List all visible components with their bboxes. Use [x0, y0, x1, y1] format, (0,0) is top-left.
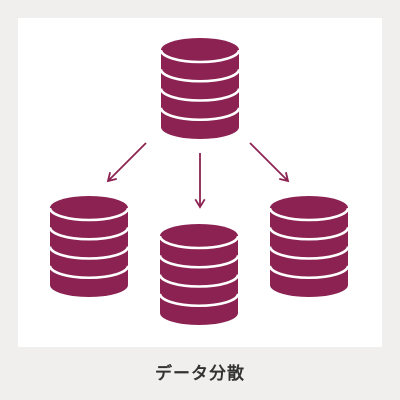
arrow-center — [194, 153, 206, 209]
diagram-caption: データ分散 — [155, 364, 245, 384]
source-database-icon — [159, 38, 241, 139]
arrow-left — [106, 142, 147, 183]
arrow-right — [249, 142, 290, 183]
target-database-icon-left — [48, 196, 130, 297]
target-database-icon-center — [158, 224, 240, 325]
target-database-icon-right — [268, 196, 350, 297]
